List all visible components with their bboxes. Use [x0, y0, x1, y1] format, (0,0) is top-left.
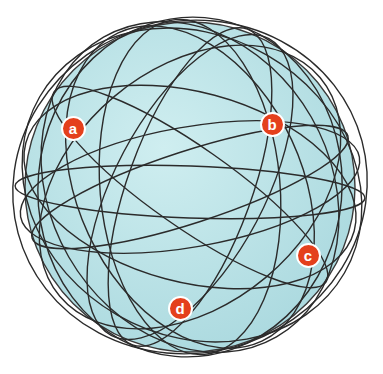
marker-disc: [261, 113, 284, 136]
callout-letter: d: [175, 301, 184, 316]
marker-disc: [169, 297, 192, 320]
marker-disc: [297, 244, 320, 267]
callout-marker: c: [296, 243, 321, 268]
callout-marker: a: [61, 116, 86, 141]
callout-letter: b: [267, 117, 276, 132]
callout-letter: a: [69, 121, 77, 136]
callout-letter: c: [304, 248, 312, 263]
marker-disc: [62, 117, 85, 140]
callout-marker: b: [260, 112, 285, 137]
sphere: [25, 22, 355, 352]
callout-marker: d: [168, 296, 193, 321]
